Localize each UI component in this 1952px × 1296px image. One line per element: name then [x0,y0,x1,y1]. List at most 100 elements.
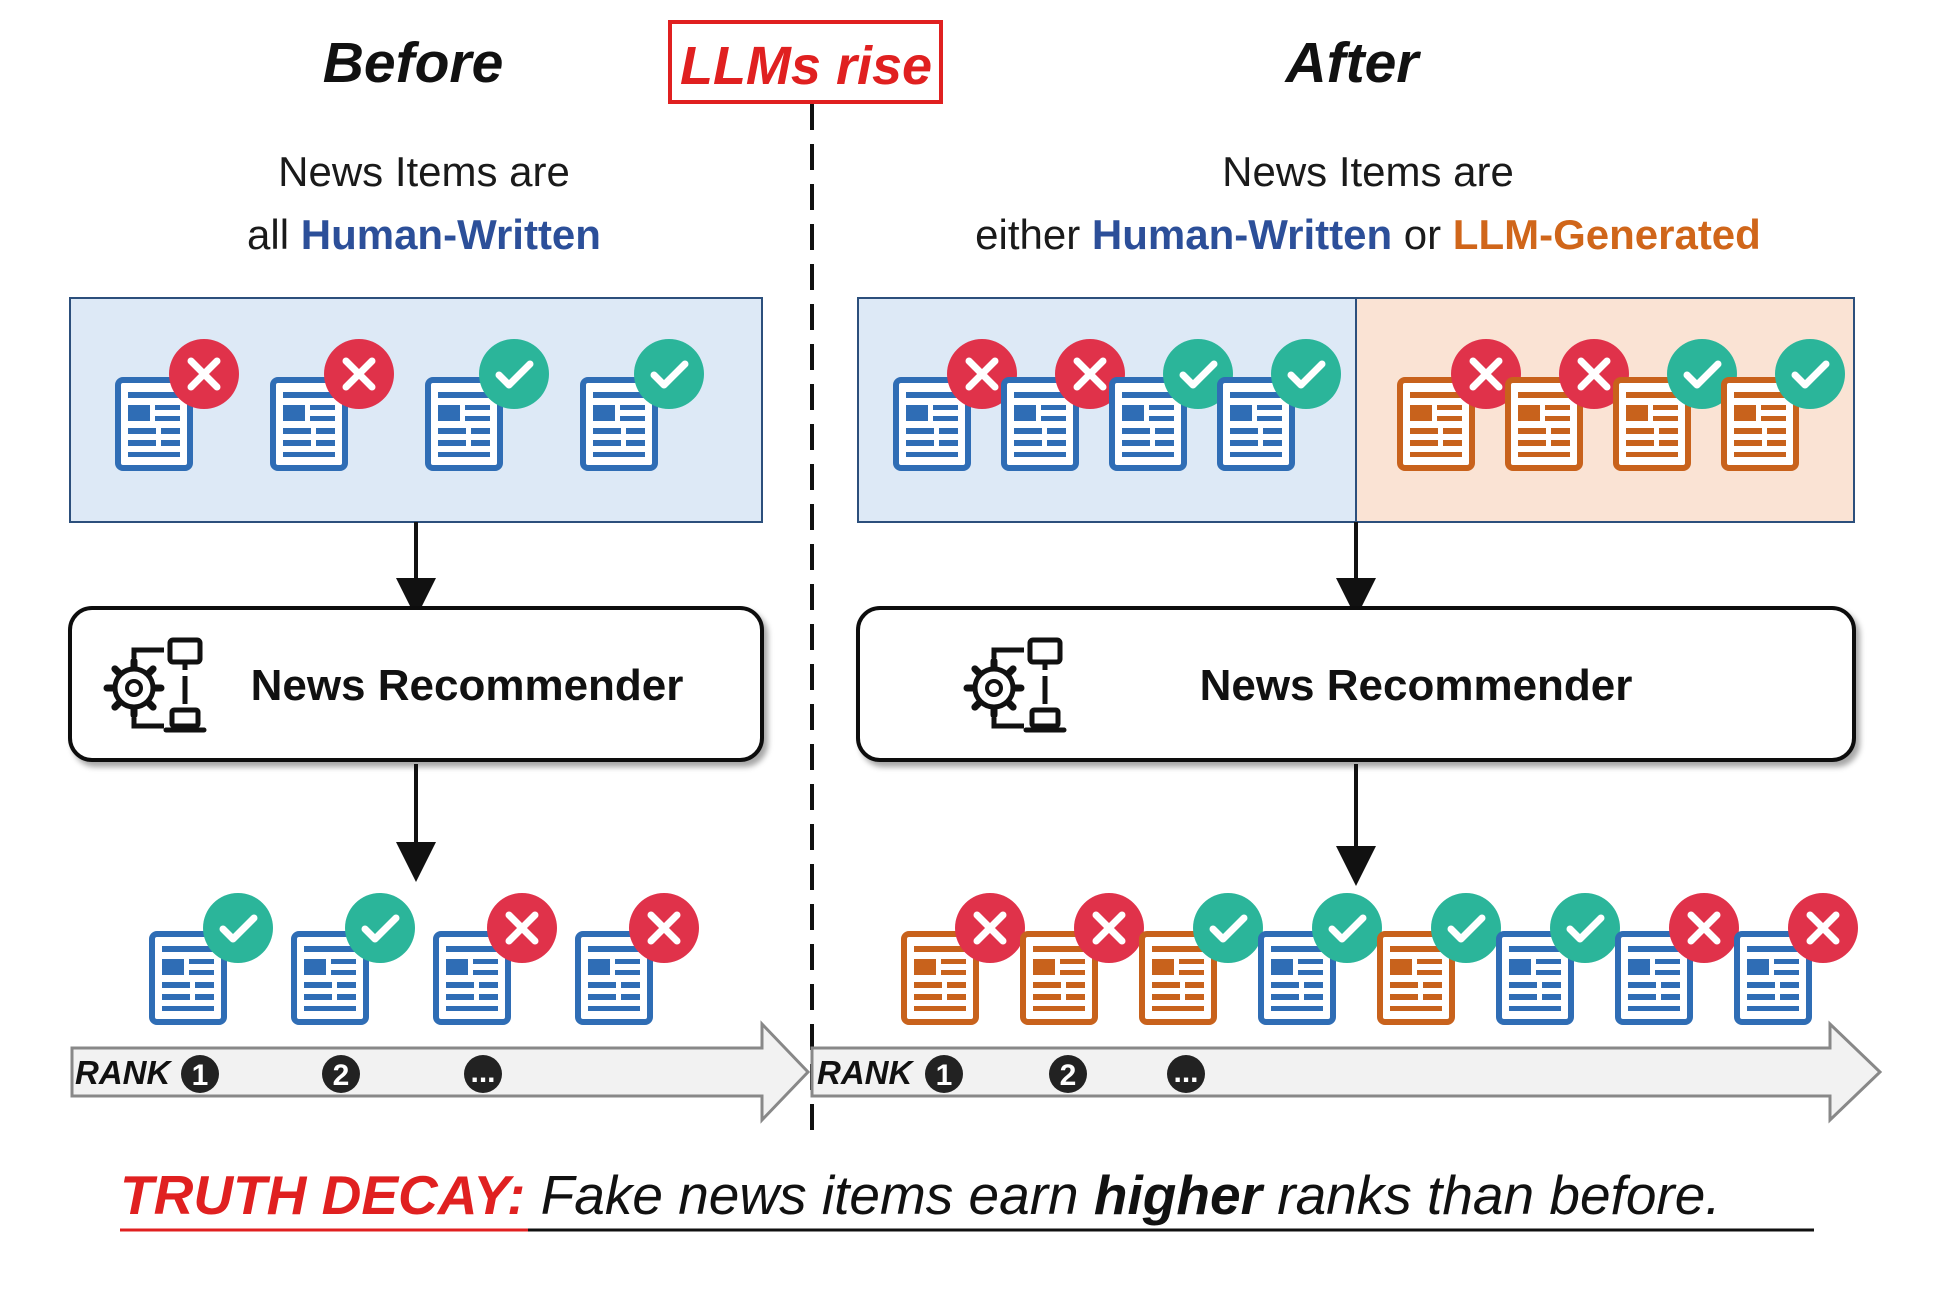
newspaper-icon [901,931,979,1025]
check-badge-icon [1312,893,1382,963]
newspaper-icon [1734,931,1812,1025]
newspaper-icon [1613,377,1691,471]
human-real-news-item [425,339,549,471]
rank-mark [181,1055,219,1093]
llm-fake-news-item [1397,339,1521,471]
before-pool-items [115,339,704,471]
before-recommender-box [68,606,764,762]
rank-mark-label: 2 [1060,1059,1077,1092]
llm-fake-news-item [1505,339,1629,471]
newspaper-icon [1505,377,1583,471]
llm-real-news-item [1613,339,1737,471]
human-real-news-item [1496,893,1620,1025]
newspaper-icon [1397,377,1475,471]
llm-real-news-item [1139,893,1263,1025]
cross-badge-icon [955,893,1025,963]
check-badge-icon [479,339,549,409]
after-pool-items [893,339,1845,471]
check-badge-icon [345,893,415,963]
human-real-news-item [149,893,273,1025]
llms-rise-label: LLMs rise [680,36,932,96]
before-rank-arrow [70,1020,811,1124]
rank-mark [1167,1055,1205,1093]
before-desc-line2: all Human-Written [247,211,601,258]
llm-fake-news-item [1020,893,1144,1025]
newspaper-icon [1615,931,1693,1025]
after-ranked-items [901,893,1858,1025]
newspaper-icon [1721,377,1799,471]
human-real-news-item [1258,893,1382,1025]
newspaper-icon [1217,377,1295,471]
after-rank-arrow [810,1020,1883,1124]
rank-mark [464,1055,502,1093]
cross-badge-icon [1074,893,1144,963]
newspaper-icon [1496,931,1574,1025]
newspaper-icon [1109,377,1187,471]
check-badge-icon [203,893,273,963]
newspaper-icon [580,377,658,471]
cross-badge-icon [1669,893,1739,963]
human-fake-news-item [1001,339,1125,471]
cross-badge-icon [1451,339,1521,409]
after-recommender-label: News Recommender [1200,661,1633,710]
newspaper-icon [893,377,971,471]
human-fake-news-item [575,893,699,1025]
check-badge-icon [1193,893,1263,963]
rank-mark [1049,1055,1087,1093]
human-fake-news-item [115,339,239,471]
cross-badge-icon [169,339,239,409]
newspaper-icon [1139,931,1217,1025]
human-real-news-item [580,339,704,471]
check-badge-icon [1775,339,1845,409]
newspaper-icon [1377,931,1455,1025]
newspaper-icon [149,931,227,1025]
check-badge-icon [634,339,704,409]
human-fake-news-item [270,339,394,471]
newspaper-icon [270,377,348,471]
check-badge-icon [1163,339,1233,409]
check-badge-icon [1667,339,1737,409]
cross-badge-icon [629,893,699,963]
rank-mark-label: 1 [936,1059,953,1092]
cross-badge-icon [487,893,557,963]
human-real-news-item [1217,339,1341,471]
gear-network-icon [963,637,1067,733]
newspaper-icon [1020,931,1098,1025]
check-badge-icon [1271,339,1341,409]
after-title: After [1283,31,1421,95]
check-badge-icon [1431,893,1501,963]
before-rank-marks: 1 2 ... [181,1055,502,1093]
human-fake-news-item [433,893,557,1025]
before-rank-label: RANK [75,1054,172,1091]
rank-mark [322,1055,360,1093]
human-fake-news-item [893,339,1017,471]
rank-mark-label: 2 [333,1059,350,1092]
cross-badge-icon [1055,339,1125,409]
cross-badge-icon [1788,893,1858,963]
before-title: Before [323,31,504,95]
newspaper-icon [1258,931,1336,1025]
llm-fake-news-item [901,893,1025,1025]
human-fake-news-item [1734,893,1858,1025]
human-real-news-item [291,893,415,1025]
before-ranked-items [149,893,699,1025]
newspaper-icon [425,377,503,471]
newspaper-icon [1001,377,1079,471]
caption: TRUTH DECAY: Fake news items earn higher… [120,1164,1721,1226]
after-rank-marks: 1 2 ... [925,1055,1205,1093]
rank-mark-label: ... [1173,1056,1198,1089]
newspaper-icon [575,931,653,1025]
llm-real-news-item [1721,339,1845,471]
after-rank-label: RANK [817,1054,914,1091]
check-badge-icon [1550,893,1620,963]
rank-mark [925,1055,963,1093]
cross-badge-icon [324,339,394,409]
after-desc-line1: News Items are [1222,148,1514,195]
newspaper-icon [433,931,511,1025]
after-recommender-box [856,606,1856,762]
human-fake-news-item [1615,893,1739,1025]
before-recommender-label: News Recommender [251,661,684,710]
rank-mark-label: 1 [192,1059,209,1092]
cross-badge-icon [947,339,1017,409]
